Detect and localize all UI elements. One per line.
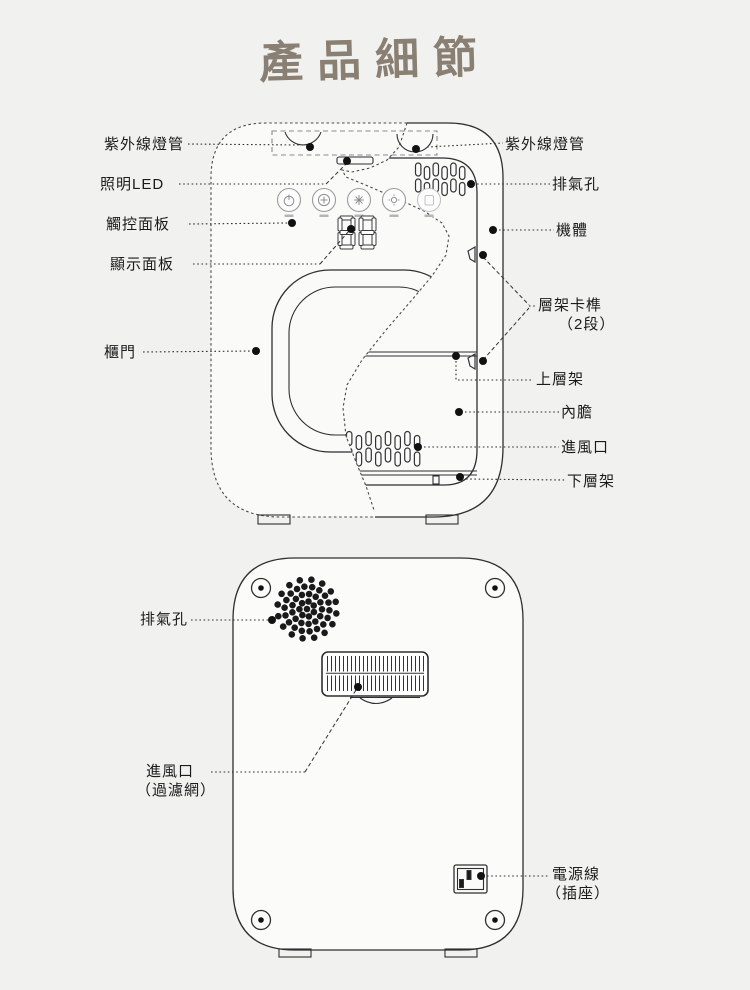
button-caption xyxy=(354,214,364,217)
label-air-inlet: 進風口 xyxy=(561,439,610,456)
label-exhaust-vent: 排氣孔 xyxy=(552,176,601,193)
cutaway-boundary xyxy=(340,122,450,511)
back-air-inlet-filter xyxy=(321,651,429,705)
care-button xyxy=(416,187,442,213)
back-foot-left xyxy=(278,948,312,958)
back-view-diagram xyxy=(232,557,524,958)
uv-lamp-socket-left xyxy=(284,131,322,146)
label-touch-panel: 觸控面板 xyxy=(106,216,171,233)
front-foot-left xyxy=(257,514,291,525)
label-power-cord-line1: 電源線 xyxy=(552,866,601,883)
front-body-outline-dashed xyxy=(210,122,407,518)
touch-control-panel xyxy=(276,187,442,217)
lower-shelf-tab xyxy=(432,475,440,485)
label-power-cord: 電源線 （插座） xyxy=(546,865,610,903)
button-caption xyxy=(389,214,399,217)
label-lower-shelf: 下層架 xyxy=(567,473,616,490)
front-body-outline-solid xyxy=(375,122,504,518)
front-body xyxy=(211,123,503,517)
label-display-panel: 顯示面板 xyxy=(110,256,175,273)
dry-snowflake-icon xyxy=(354,195,364,205)
label-shelf-latch: 層架卡榫 （2段） xyxy=(538,296,615,334)
light-button xyxy=(381,187,407,213)
label-inner-liner: 內膽 xyxy=(561,404,594,421)
front-interior-cutaway xyxy=(345,157,478,486)
label-door: 櫃門 xyxy=(104,344,137,361)
leader-lines xyxy=(142,142,566,877)
button-caption xyxy=(424,214,434,217)
led-bar xyxy=(336,156,374,165)
label-power-cord-line2: （插座） xyxy=(546,885,611,902)
button-caption xyxy=(284,214,294,217)
label-upper-shelf: 上層架 xyxy=(536,371,585,388)
label-shelf-latch-line2: （2段） xyxy=(558,316,616,333)
back-body xyxy=(232,557,524,951)
label-air-inlet-back: 進風口 （過濾網） xyxy=(136,762,216,800)
light-sun-icon xyxy=(388,194,400,206)
label-uv-lamp-right: 紫外線燈管 xyxy=(505,136,586,153)
filter-handle xyxy=(359,697,393,705)
inner-liner-outline xyxy=(345,157,478,486)
shelf-latch-lower xyxy=(467,352,476,371)
label-uv-lamp-left: 紫外線燈管 xyxy=(104,136,185,153)
label-machine-body: 機體 xyxy=(556,222,589,239)
care-icon xyxy=(424,195,434,206)
back-exhaust-vent-holes xyxy=(274,576,340,642)
front-view-diagram xyxy=(210,122,504,525)
screws xyxy=(250,577,506,931)
leader-dots xyxy=(252,143,497,880)
back-foot-right xyxy=(444,948,478,958)
seven-segment-display xyxy=(337,215,377,250)
label-air-inlet-back-line2: （過濾網） xyxy=(136,782,217,799)
label-shelf-latch-line1: 層架卡榫 xyxy=(538,297,603,314)
label-led-light: 照明LED xyxy=(100,176,165,193)
uv-lamp-phantom-box xyxy=(271,130,438,156)
exhaust-vent-slots xyxy=(414,162,466,197)
label-air-inlet-back-line1: 進風口 xyxy=(146,763,195,780)
button-caption xyxy=(319,214,329,217)
front-foot-right xyxy=(425,514,459,525)
shelf-latch-upper xyxy=(467,245,476,264)
auto-icon xyxy=(317,193,331,207)
label-exhaust-vent-back: 排氣孔 xyxy=(140,611,189,628)
